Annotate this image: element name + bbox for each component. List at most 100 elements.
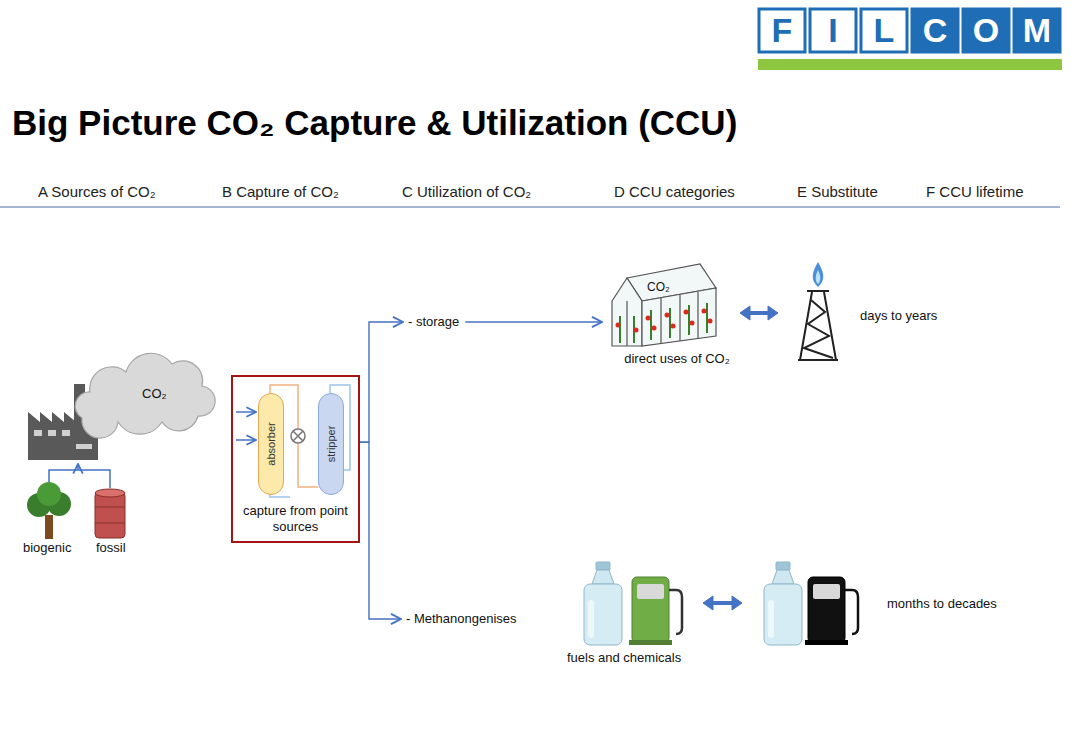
double-arrow — [711, 601, 734, 605]
factory-icon — [34, 430, 42, 436]
fuel-pump-icon — [808, 577, 845, 643]
fuel-pump-icon — [813, 584, 840, 599]
tree-icon — [45, 515, 53, 539]
double-arrow — [768, 306, 778, 320]
logo-boxes — [759, 9, 1060, 52]
gas-rig-icon — [813, 262, 824, 287]
tomato-plants — [702, 309, 707, 314]
factory-icon — [76, 444, 92, 449]
co2-cloud — [75, 353, 215, 438]
column-header: F CCU lifetime — [926, 184, 1024, 200]
column-header: C Utilization of CO₂ — [402, 184, 531, 200]
fuel-pump-icon — [805, 640, 848, 645]
fuel-pump-icon — [629, 577, 858, 645]
logo-boxes — [810, 9, 856, 52]
logo-boxes — [861, 9, 907, 52]
barrel-icon — [95, 523, 125, 524]
fuel-pump-icon — [632, 577, 669, 643]
source-label: biogenic — [23, 540, 71, 556]
node-text: absorber — [265, 422, 278, 465]
bottle-icon — [596, 562, 610, 570]
node-text: - Methanongenises — [403, 611, 520, 627]
tomato-plants — [620, 303, 707, 343]
absorber-column: absorber — [258, 393, 284, 495]
header-rule — [0, 207, 1060, 208]
lifetime-label: months to decades — [887, 596, 997, 612]
bottle-icon — [584, 584, 622, 645]
flow-arrow — [465, 321, 602, 322]
source-arrows — [49, 464, 110, 488]
node-text: stripper — [325, 426, 338, 463]
capture-box: capture from point sources absorber stripp… — [231, 375, 360, 543]
logo-bar — [758, 59, 1062, 70]
tomato-plants — [671, 324, 676, 329]
gas-rig-icon — [816, 270, 821, 284]
capture-piping — [298, 443, 318, 487]
fuel-pump-icon — [845, 590, 858, 634]
barrel-icon — [95, 507, 125, 508]
barrel-icon — [95, 492, 125, 538]
bottle-icon — [768, 600, 774, 638]
gas-rig-icon — [807, 290, 829, 292]
greenhouse-icon — [612, 264, 716, 346]
greenhouse-icon — [612, 278, 642, 346]
node-text: direct uses of CO₂ — [596, 351, 758, 367]
cloud-node: CO₂ — [78, 358, 208, 430]
double-arrow — [748, 311, 770, 315]
tomato-plants — [690, 321, 695, 326]
capture-piping — [236, 411, 256, 413]
tree-icon — [37, 482, 61, 506]
bottle-icon — [592, 570, 614, 584]
route-node: - storage — [405, 314, 462, 330]
bottle-icon — [764, 584, 802, 645]
gas-rig-icon — [824, 292, 836, 360]
gas-rig-icon — [804, 300, 833, 358]
tomato-plants — [616, 323, 621, 328]
flow-arrow — [360, 322, 403, 442]
bottle-icon — [772, 570, 794, 584]
tree-icon — [27, 482, 71, 539]
capture-piping — [291, 429, 305, 443]
logo-boxes — [759, 9, 805, 52]
logo-letter: C — [912, 8, 958, 52]
node-text: CO₂ — [142, 386, 167, 402]
lifetime-label: days to years — [860, 308, 937, 324]
bottle-icon — [588, 600, 594, 638]
greenhouse-node: CO₂direct uses of CO₂ — [606, 262, 748, 367]
column-header: A Sources of CO₂ — [38, 184, 156, 200]
fuel-pump-icon — [637, 584, 664, 599]
tomato-plants — [708, 319, 713, 324]
node-text: capture from point sources — [237, 503, 354, 535]
co2-cloud — [75, 353, 215, 438]
tomato-plants — [665, 313, 670, 318]
page-title: Big Picture CO₂ Capture & Utilization (C… — [12, 103, 737, 143]
factory-icon — [48, 430, 56, 436]
double-arrow — [703, 596, 713, 610]
double-arrow — [740, 306, 750, 320]
tomato-plants — [652, 326, 657, 331]
logo-boxes — [912, 9, 958, 52]
bottle-icon — [584, 562, 802, 645]
logo-letter: I — [810, 8, 856, 52]
bottle-icon — [776, 562, 790, 570]
logo-boxes — [1014, 9, 1060, 52]
column-header: B Capture of CO₂ — [222, 184, 339, 200]
double-arrow — [732, 596, 742, 610]
greenhouse-icon — [626, 301, 627, 346]
greenhouse-icon — [642, 288, 716, 346]
factory-icon — [62, 430, 70, 436]
gas-rig-icon — [798, 291, 838, 360]
barrel-icon — [95, 489, 125, 538]
barrel-icon — [95, 489, 125, 497]
greenhouse-icon — [661, 292, 698, 343]
tomato-plants — [646, 316, 651, 321]
fuel-pump-icon — [629, 640, 672, 645]
gas-rig-icon — [798, 359, 838, 361]
category-label: fuels and chemicals — [567, 650, 681, 666]
source-arrows — [77, 464, 79, 470]
stripper-column: stripper — [318, 393, 344, 495]
column-header: E Substitute — [797, 184, 878, 200]
capture-piping — [236, 385, 350, 497]
source-arrows — [49, 470, 110, 488]
